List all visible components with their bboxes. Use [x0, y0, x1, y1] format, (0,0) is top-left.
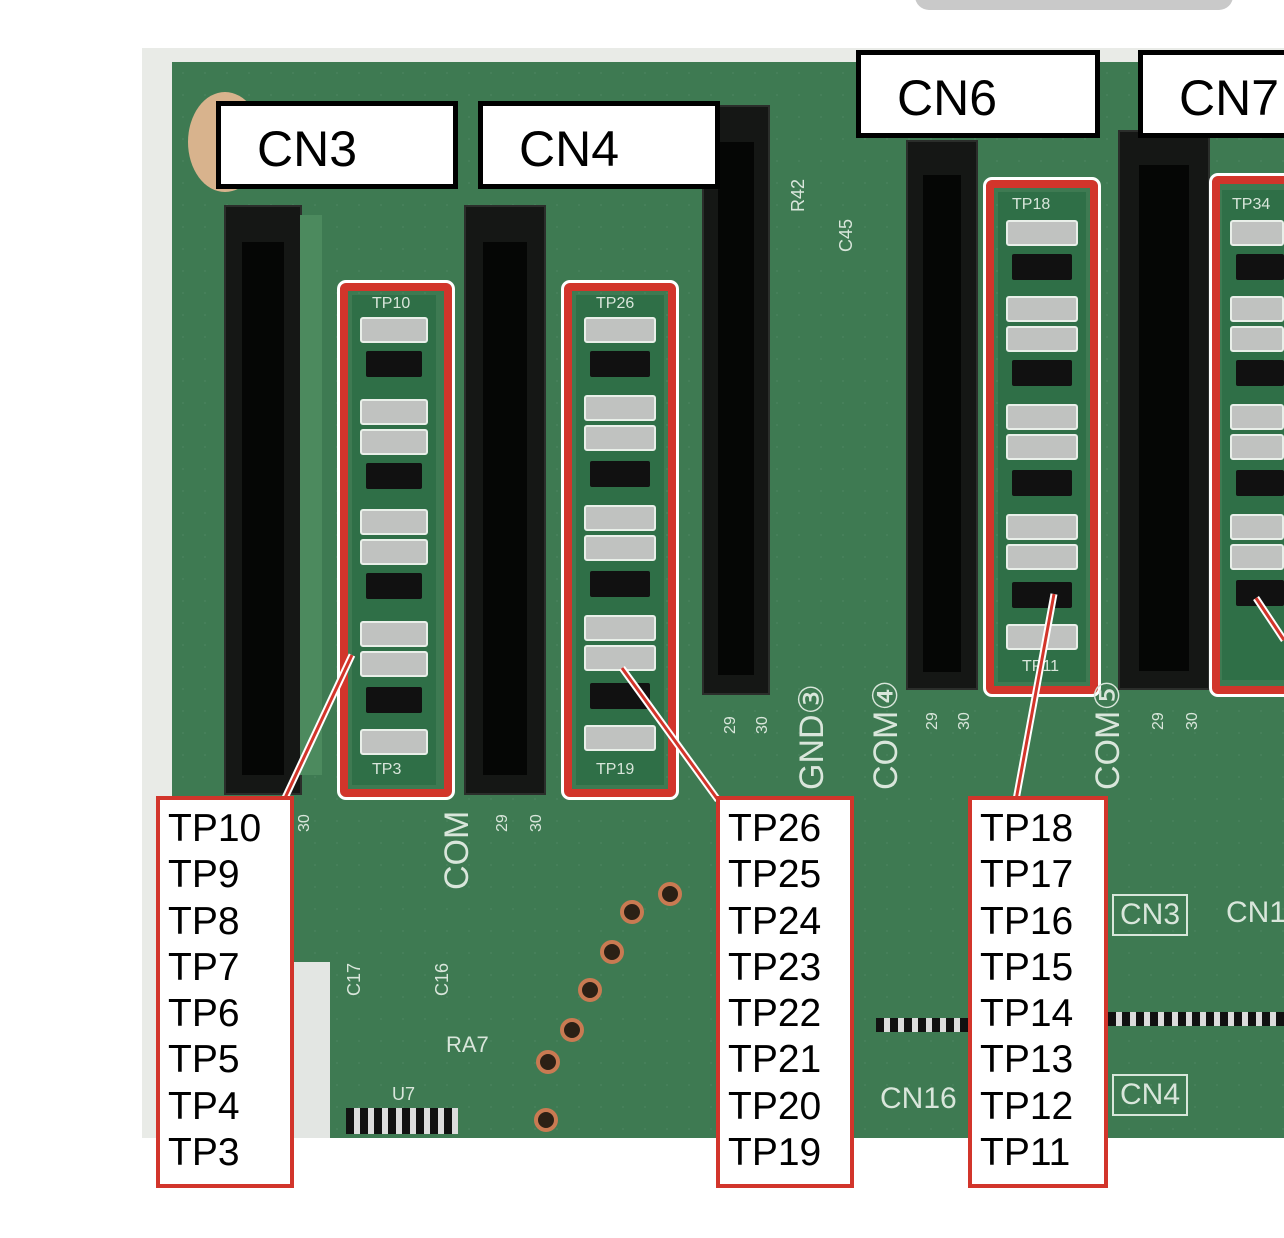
- silk-u7: U7: [392, 1084, 416, 1104]
- callout-list-group3: TP18 TP17 TP16 TP15 TP14 TP13 TP12 TP11: [968, 796, 1108, 1188]
- callout-item: TP20: [728, 1084, 822, 1128]
- strip2-top-label: TP26: [596, 295, 635, 312]
- connector-label-cn6: CN6: [856, 50, 1100, 138]
- callout-list-group2: TP26 TP25 TP24 TP23 TP22 TP21 TP20 TP19: [716, 796, 854, 1188]
- callout-item: TP8: [168, 899, 240, 943]
- via: [536, 1050, 560, 1074]
- connector-cn6-body: [906, 140, 978, 690]
- via: [658, 882, 682, 906]
- callout-item: TP15: [980, 945, 1074, 989]
- silk-cn1-small: CN1: [1226, 896, 1284, 929]
- callout-item: TP7: [168, 945, 240, 989]
- callout-item: TP19: [728, 1131, 822, 1175]
- via: [534, 1108, 558, 1132]
- leader-line-group4: [1254, 597, 1284, 641]
- connector-cn5-body: [702, 105, 770, 695]
- pin-header: [1108, 1012, 1284, 1026]
- callout-item: TP22: [728, 992, 822, 1036]
- callout-item: TP23: [728, 945, 822, 989]
- highlight-box-tp26-tp19: [561, 280, 679, 800]
- callout-item: TP4: [168, 1084, 240, 1128]
- callout-list-group1: TP10 TP9 TP8 TP7 TP6 TP5 TP4 TP3: [156, 796, 294, 1188]
- strip3-top-label: TP18: [1012, 196, 1051, 213]
- connector-cn4-body: [464, 205, 546, 795]
- callout-item: TP13: [980, 1038, 1074, 1082]
- leader-line-group1: [282, 654, 354, 801]
- callout-item: TP6: [168, 992, 240, 1036]
- callout-item: TP5: [168, 1038, 240, 1082]
- via: [600, 940, 624, 964]
- via: [620, 900, 644, 924]
- connector-label-text: CN6: [897, 70, 998, 126]
- ic-pins: [346, 1108, 458, 1134]
- silk-cn3-small: CN3: [1112, 894, 1189, 936]
- silk-cn16: CN16: [880, 1082, 957, 1115]
- leader-line-group2: [620, 667, 720, 801]
- testpoint-strip-4: TP34: [1222, 190, 1284, 680]
- callout-item: TP9: [168, 853, 240, 897]
- highlight-box-tp10-tp3: [337, 280, 455, 800]
- callout-item: TP10: [168, 807, 262, 850]
- connector-label-text: CN4: [519, 121, 620, 177]
- connector-cn3-side: [300, 215, 322, 775]
- pin-header: [876, 1018, 968, 1032]
- silk-cn4-small: CN4: [1112, 1074, 1189, 1116]
- callout-item: TP3: [168, 1131, 240, 1175]
- strip1-top-label: TP10: [372, 295, 411, 312]
- callout-item: TP24: [728, 899, 822, 943]
- callout-item: TP25: [728, 853, 822, 897]
- callout-item: TP17: [980, 853, 1074, 897]
- connector-label-cn4: CN4: [478, 101, 720, 189]
- top-bar-handle: [915, 0, 1233, 10]
- connector-label-text: CN3: [257, 121, 358, 177]
- callout-item: TP16: [980, 899, 1074, 943]
- connector-cn3-body: [224, 205, 302, 795]
- connector-cn7-body: [1118, 130, 1210, 690]
- leader-line-group3: [1014, 593, 1056, 801]
- connector-label-cn7: CN7: [1138, 50, 1284, 138]
- callout-item: TP21: [728, 1038, 822, 1082]
- strip1-bottom-label: TP3: [372, 761, 402, 778]
- highlight-box-tp34: [1209, 173, 1284, 697]
- via: [578, 978, 602, 1002]
- callout-item: TP11: [980, 1131, 1071, 1175]
- strip4-top-label: TP34: [1232, 196, 1271, 213]
- highlight-box-tp18-tp11: [983, 177, 1101, 697]
- callout-item: TP14: [980, 992, 1074, 1036]
- testpoint-strip-1: TP10 TP3: [352, 295, 436, 785]
- callout-item: TP18: [980, 807, 1074, 850]
- strip2-bottom-label: TP19: [596, 761, 635, 778]
- connector-label-text: CN7: [1179, 70, 1280, 126]
- testpoint-strip-3: TP18 TP11: [998, 192, 1086, 682]
- callout-item: TP12: [980, 1084, 1074, 1128]
- via: [560, 1018, 584, 1042]
- connector-label-cn3: CN3: [216, 101, 458, 189]
- silk-ra7: RA7: [446, 1032, 489, 1057]
- white-connector: [294, 962, 330, 1138]
- callout-item: TP26: [728, 807, 822, 850]
